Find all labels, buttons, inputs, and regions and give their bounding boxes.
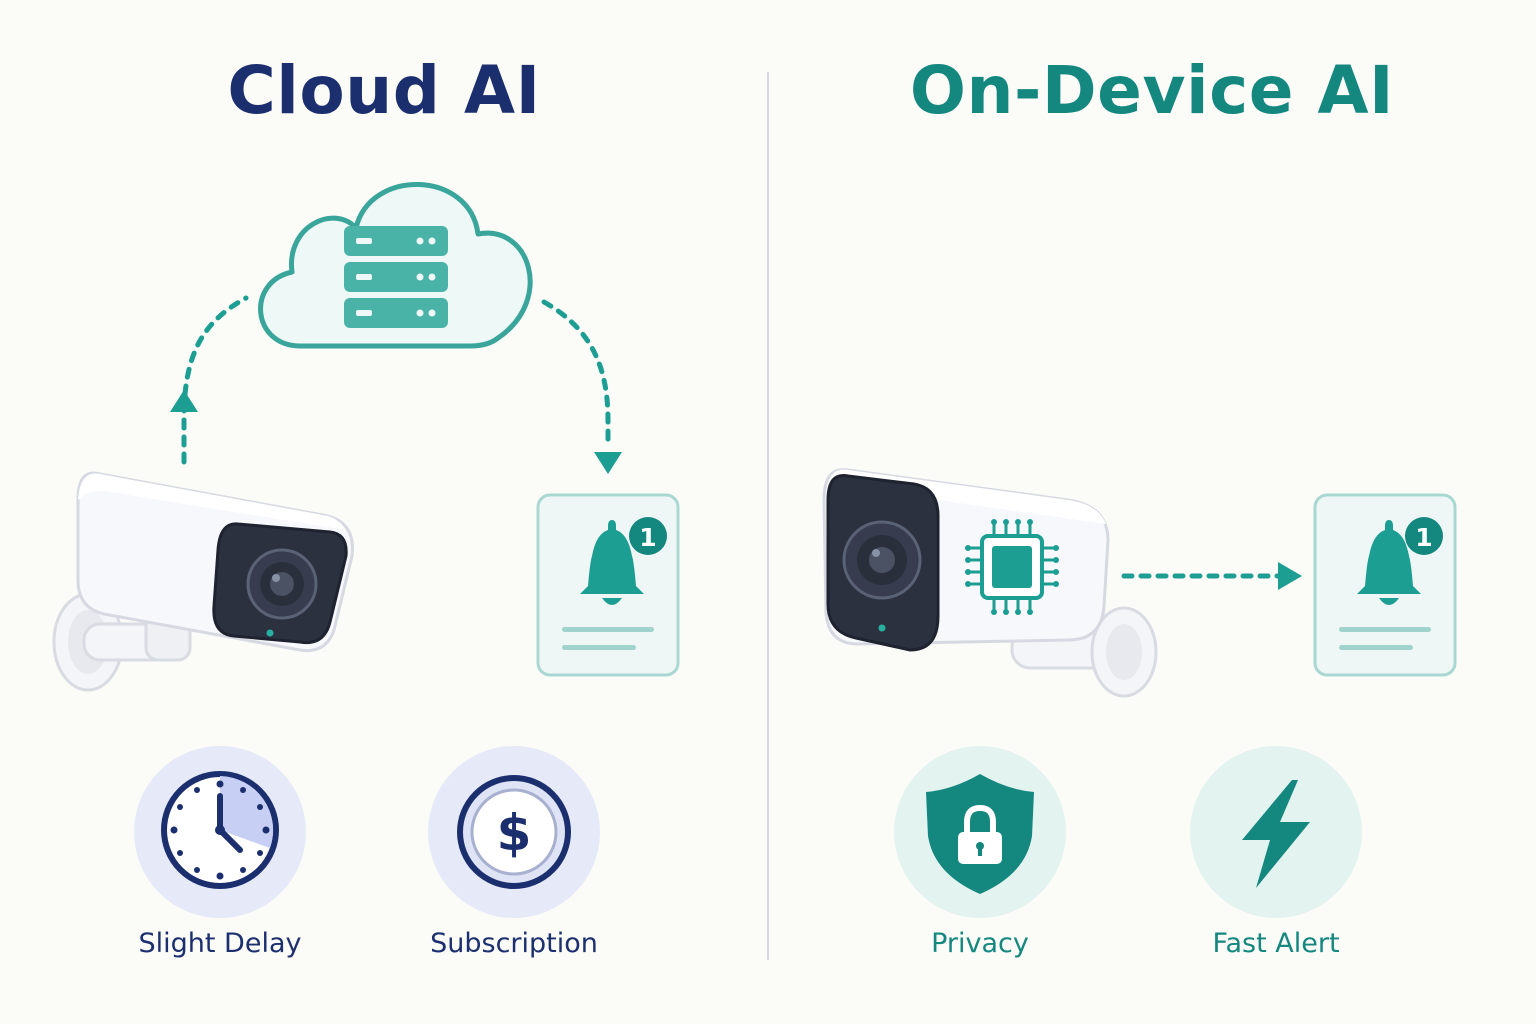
shield-lock-icon: [926, 774, 1034, 894]
upload-arrow: [170, 295, 249, 465]
benefit-label-privacy: Privacy: [931, 928, 1029, 959]
bell-icon: [1357, 520, 1421, 605]
notification-badge-count: 1: [639, 523, 656, 552]
on-device-ai-title: On-Device AI: [909, 52, 1395, 129]
lightning-icon: [1242, 780, 1310, 888]
benefit-label-subscription: Subscription: [430, 928, 598, 959]
notification-badge-count: 1: [1415, 523, 1432, 552]
notification-card: 1: [1313, 493, 1457, 677]
clock-icon: [161, 771, 279, 889]
cloud-ai-panel: Cloud AI: [52, 52, 680, 959]
panel-divider: [767, 72, 769, 960]
benefit-label-fast-alert: Fast Alert: [1212, 928, 1340, 959]
cloud-server-icon: [258, 182, 533, 349]
slight-delay-icon: [134, 746, 306, 918]
bell-icon: [580, 520, 644, 605]
on-device-ai-diagram: 1: [822, 468, 1457, 918]
cloud-ai-diagram: 1: [52, 182, 680, 918]
on-device-ai-panel: On-Device AI: [768, 0, 1536, 1024]
dollar-coin-icon: $: [457, 775, 571, 889]
ai-chip-icon: [965, 519, 1059, 615]
direct-alert-arrow: [1121, 562, 1302, 590]
fast-alert-icon: [1190, 746, 1362, 918]
subscription-icon: $: [428, 746, 600, 918]
benefit-label-slight-delay: Slight Delay: [138, 928, 302, 959]
notification-card: 1: [536, 493, 680, 677]
notification-badge: [1405, 517, 1443, 555]
svg-text:$: $: [497, 804, 532, 862]
security-camera-icon: [822, 468, 1158, 698]
download-arrow: [541, 299, 622, 474]
privacy-icon: [894, 746, 1066, 918]
cloud-ai-title: Cloud AI: [227, 52, 541, 129]
notification-badge: [629, 517, 667, 555]
security-camera-icon: [52, 471, 354, 692]
